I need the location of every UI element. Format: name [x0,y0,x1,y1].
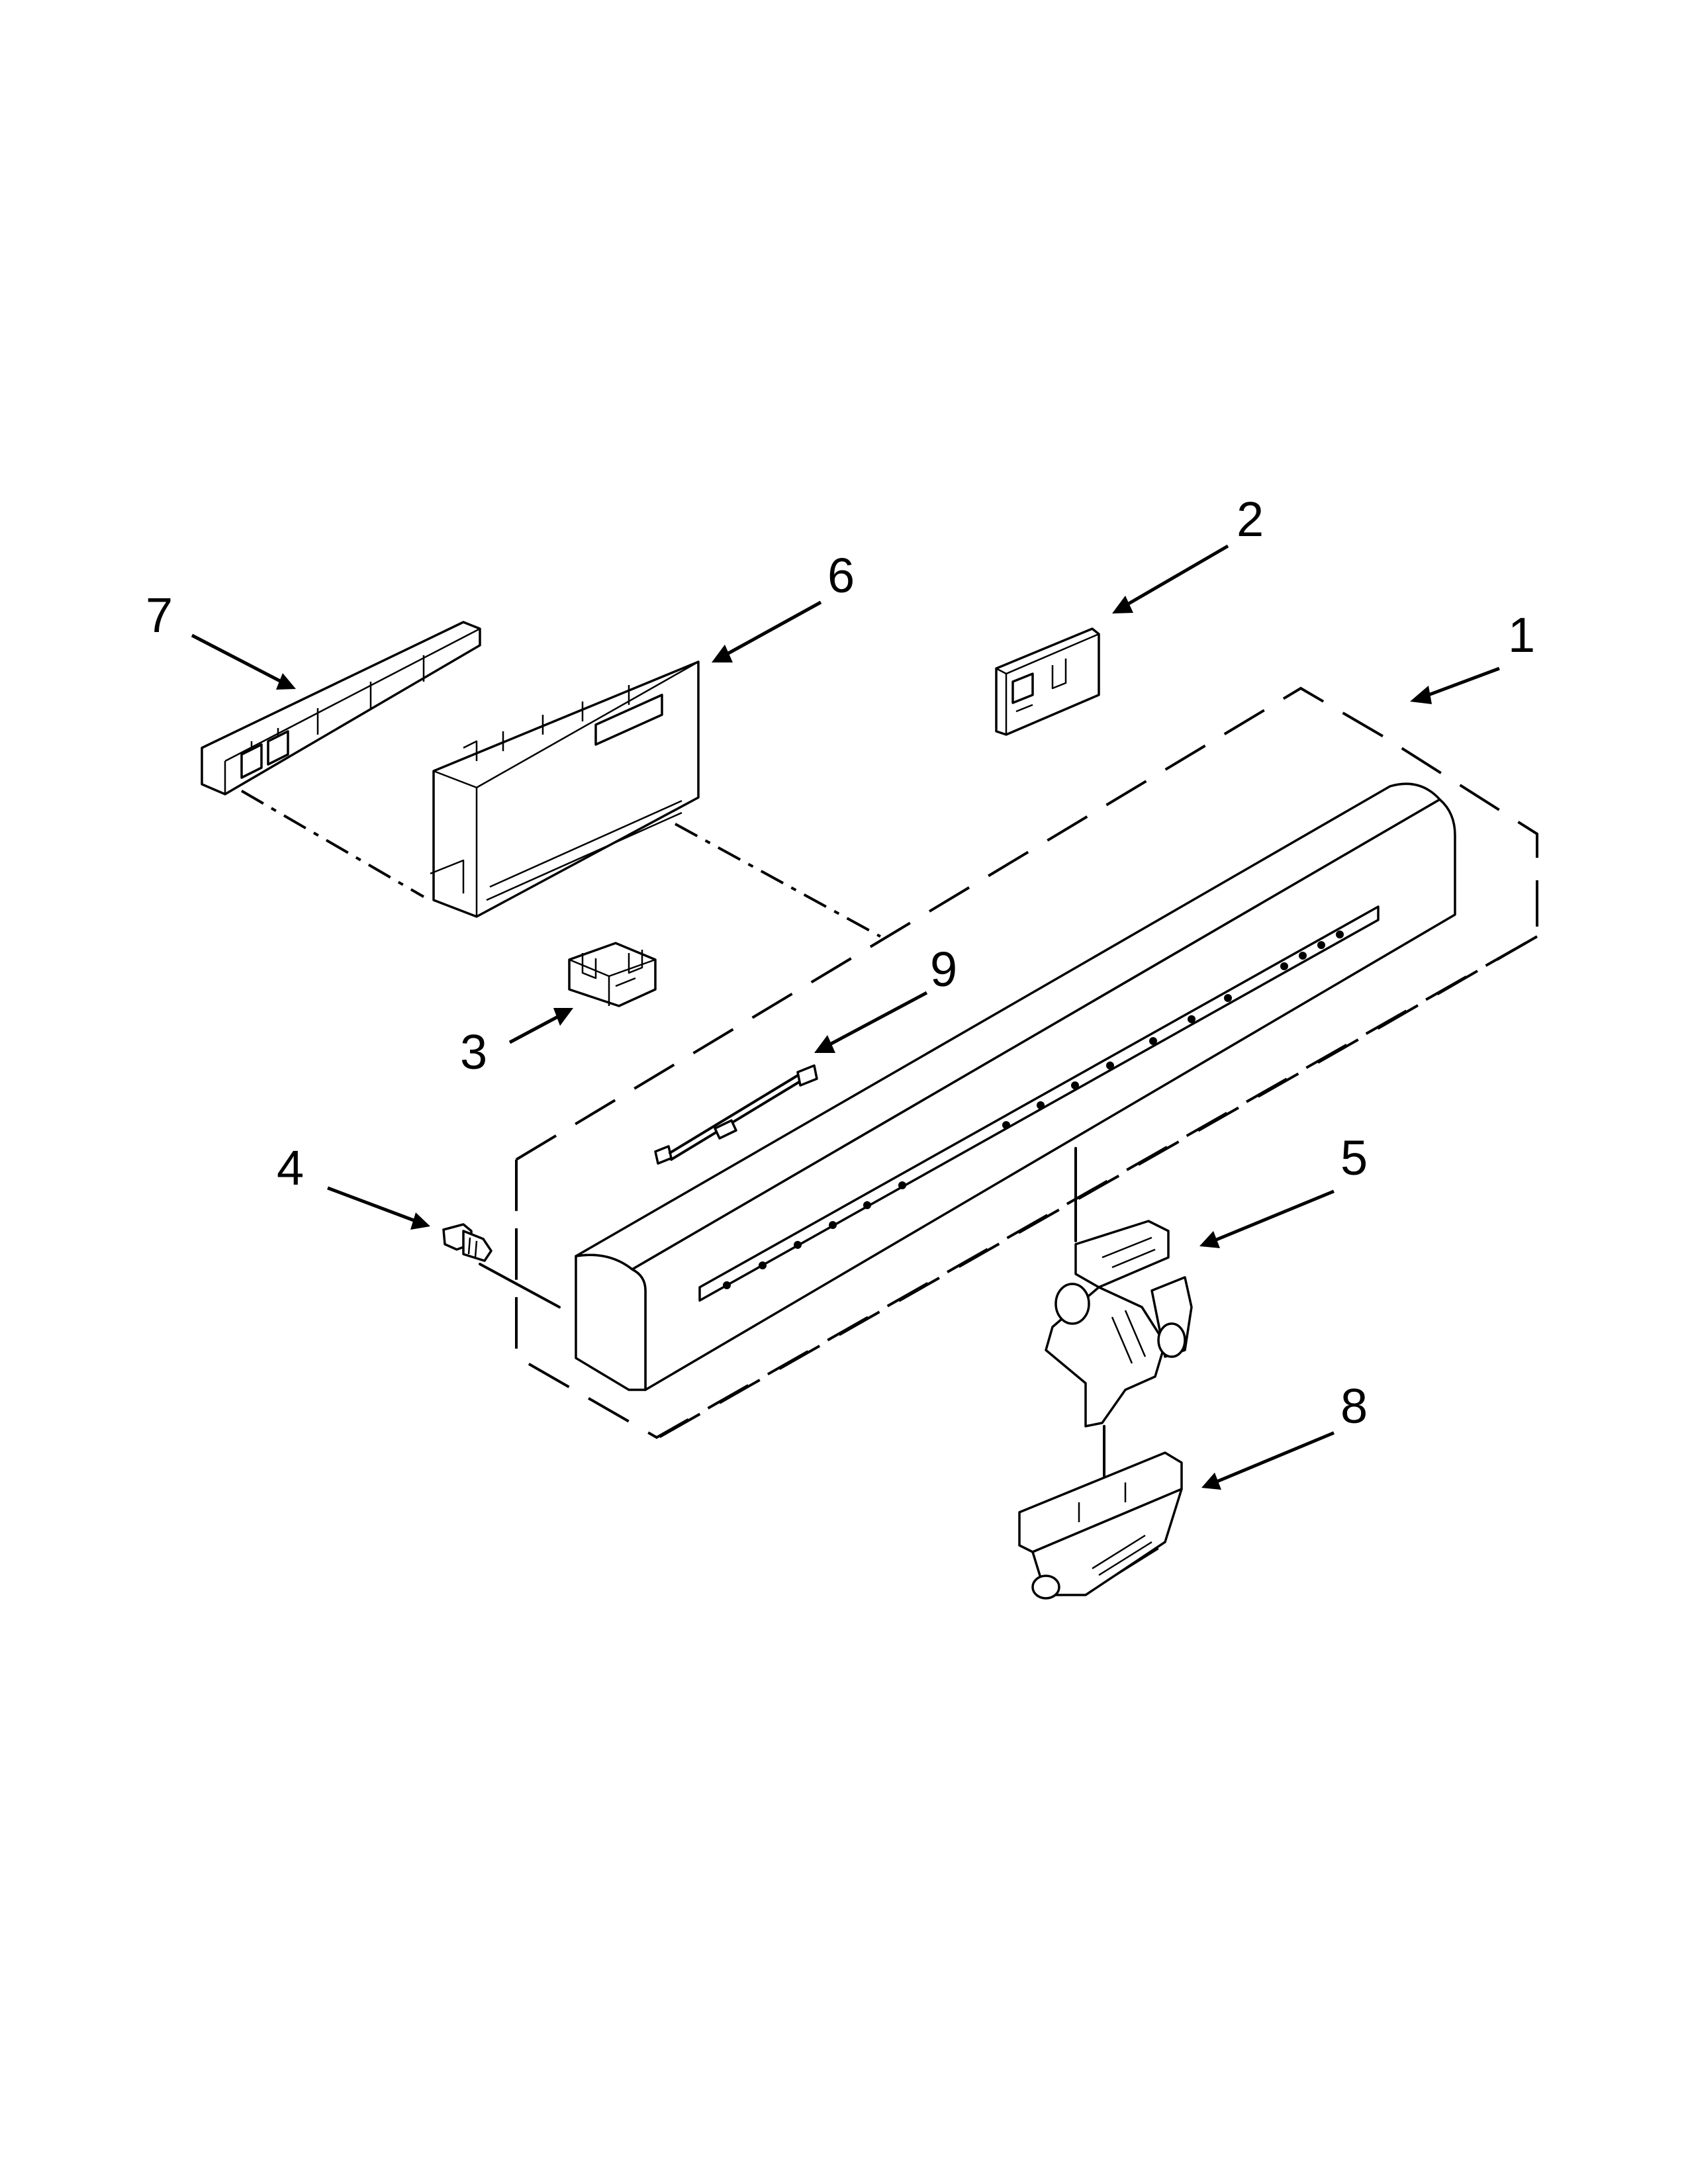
callout-5: 5 [1340,1130,1368,1185]
electronic-control-board-part [430,660,700,918]
callout-6: 6 [827,548,855,603]
bracket-part [995,627,1100,736]
latch-bracket-part [1018,1451,1183,1600]
callout-2: 2 [1237,492,1264,547]
user-interface-board-part [201,621,481,796]
callout-4: 4 [277,1140,304,1195]
callout-7: 7 [146,588,173,643]
callout-1: 1 [1508,608,1535,662]
control-panel-console [575,782,1456,1391]
wire-harness-part [654,1064,818,1165]
callout-8: 8 [1340,1379,1368,1433]
console-button-dots [723,931,1344,1289]
screw-part [442,1223,492,1262]
callout-9: 9 [930,942,957,997]
callout-3: 3 [460,1024,487,1079]
cover-part [568,942,657,1007]
callout-labels: 1 2 3 4 5 6 7 8 9 [146,492,1535,1433]
latch-assembly-part [1045,1220,1193,1428]
alignment-lines [240,790,1105,1477]
mounting-outline [515,686,1538,1439]
leader-arrows [191,544,1500,1490]
